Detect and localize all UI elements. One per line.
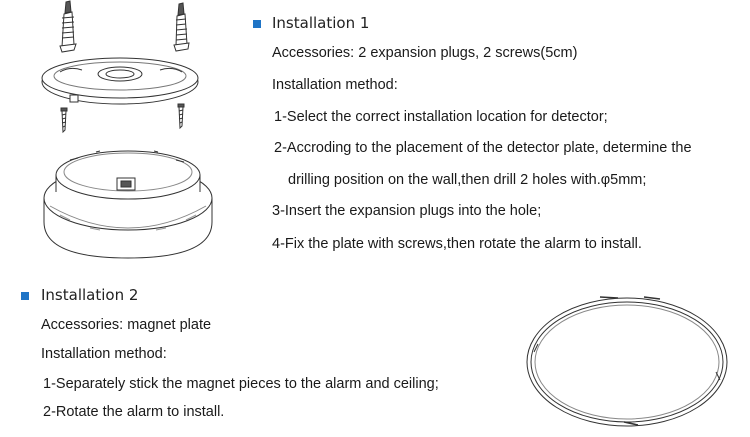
expansion-plug-right [174, 3, 189, 51]
installation-1-step: 4-Fix the plate with screws,then rotate … [272, 236, 642, 252]
installation-2-accessories: Accessories: magnet plate [41, 317, 212, 333]
section-bullet-icon [253, 20, 261, 28]
installation-2-step: 1-Separately stick the magnet pieces to … [43, 376, 439, 392]
installation-2-step: 2-Rotate the alarm to install. [43, 404, 225, 420]
installation-1-step: 1-Select the correct installation locati… [274, 109, 608, 125]
installation-1-method-label: Installation method: [272, 77, 398, 93]
installation-2-title: Installation 2 [41, 286, 139, 304]
installation-1-step: 2-Accroding to the placement of the dete… [274, 140, 692, 156]
installation-1-accessories: Accessories: 2 expansion plugs, 2 screws… [272, 45, 578, 61]
installation-diagram-1 [0, 0, 230, 265]
detector-body [44, 151, 212, 258]
installation-1-step-continued: drilling position on the wall,then drill… [288, 172, 647, 188]
screw-left [61, 108, 67, 132]
mounting-plate [42, 58, 198, 104]
installation-1-step: 3-Insert the expansion plugs into the ho… [272, 203, 542, 219]
expansion-plug-left [60, 1, 76, 52]
magnet-plate-diagram [520, 294, 730, 431]
installation-1-title: Installation 1 [272, 14, 370, 32]
section-bullet-icon [21, 292, 29, 300]
installation-2-method-label: Installation method: [41, 346, 167, 362]
screw-right [178, 104, 184, 128]
